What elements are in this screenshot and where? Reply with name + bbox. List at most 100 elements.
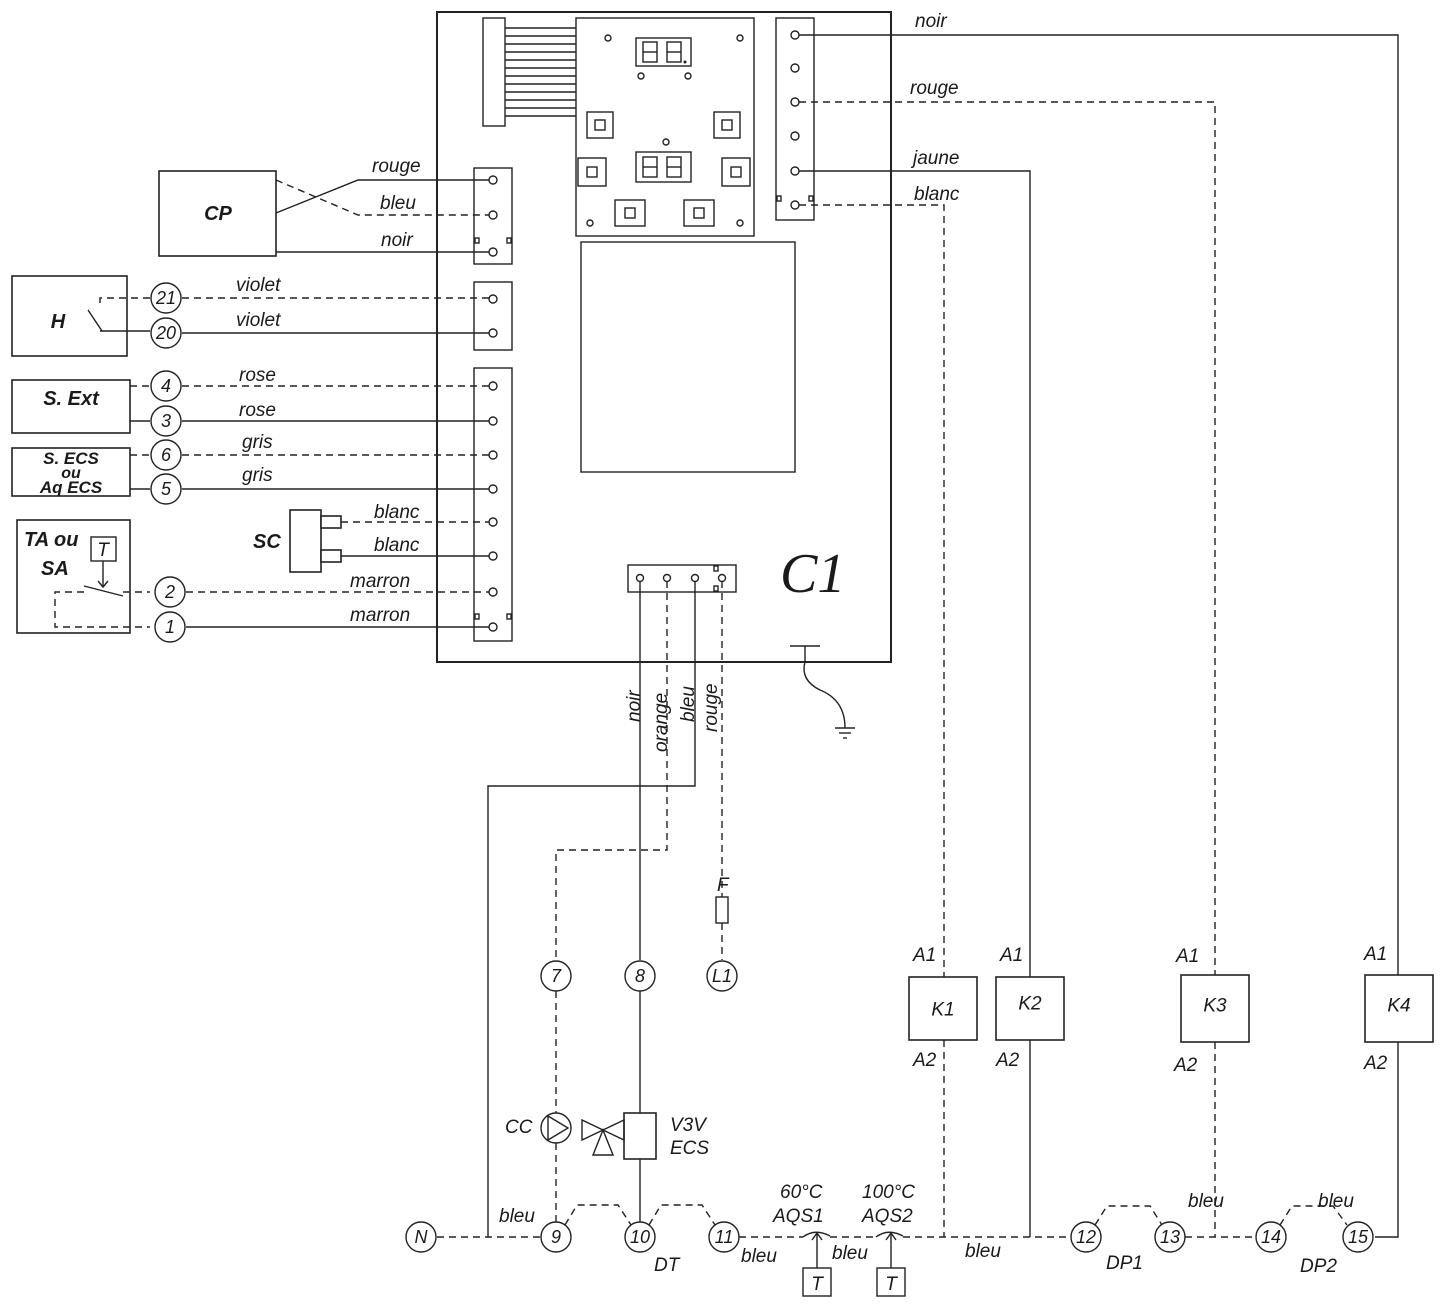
svg-text:S. Ext: S. Ext	[43, 388, 100, 410]
svg-text:T: T	[811, 1274, 824, 1295]
display-panel	[575, 17, 755, 237]
terminal-14	[1255, 1221, 1287, 1253]
wire-cp-bleu	[275, 179, 489, 216]
wire-label-bottom-orange: orange	[651, 693, 672, 752]
ground-symbol	[790, 645, 855, 739]
wire-label-gris-top: gris	[242, 432, 273, 453]
svg-text:12: 12	[1076, 1227, 1096, 1247]
svg-text:13: 13	[1160, 1227, 1180, 1247]
h-component: H	[11, 275, 150, 357]
wire-label-marron-top: marron	[350, 571, 410, 592]
terminal-5	[150, 473, 182, 505]
wire-label-sc-blanc-bottom: blanc	[374, 535, 420, 556]
terminal-21	[150, 282, 182, 314]
h-terminal-block	[473, 281, 513, 351]
svg-text:A2: A2	[995, 1050, 1020, 1071]
wire-label-bleu-15: bleu	[1318, 1191, 1354, 1212]
wire-label-bottom-noir: noir	[624, 690, 645, 722]
svg-text:A1: A1	[912, 945, 936, 966]
label-dp2: DP2	[1300, 1256, 1337, 1277]
right-terminal-block	[775, 17, 815, 221]
wire-rouge-right	[799, 101, 1216, 975]
label-dt: DT	[654, 1255, 681, 1276]
svg-text:20: 20	[155, 323, 176, 343]
svg-text:8: 8	[635, 966, 645, 986]
wire-blanc-right	[799, 204, 945, 977]
ta-sa-component: TA ou SA T	[16, 519, 150, 634]
svg-text:A1: A1	[999, 945, 1023, 966]
s-ext-component: S. Ext	[11, 379, 131, 434]
svg-text:K1: K1	[931, 1000, 954, 1021]
wire-jaune-right	[799, 170, 1031, 977]
relay-k3: K3 A1 A2	[1173, 946, 1250, 1076]
wire-label-bleu-aqs: bleu	[832, 1243, 868, 1264]
terminal-1	[154, 611, 186, 643]
svg-text:15: 15	[1348, 1227, 1369, 1247]
wire-label-jaune: jaune	[910, 148, 960, 169]
relay-k2: K2 A1 A2	[995, 945, 1065, 1071]
svg-text:K3: K3	[1203, 996, 1227, 1017]
terminal-9	[540, 1221, 572, 1253]
wire-label-cp-rouge: rouge	[372, 156, 421, 177]
svg-text:11: 11	[715, 1227, 734, 1247]
bottom-terminal-block	[627, 564, 737, 593]
wire-noir-right	[799, 34, 1399, 1238]
svg-text:60°C: 60°C	[780, 1182, 823, 1203]
wire-label-bleu-11: bleu	[741, 1246, 777, 1267]
svg-text:A2: A2	[1363, 1053, 1388, 1074]
terminal-12	[1070, 1221, 1102, 1253]
svg-text:1: 1	[165, 617, 175, 637]
svg-text:ECS: ECS	[670, 1138, 709, 1159]
svg-text:A1: A1	[1363, 944, 1387, 965]
valve-v3v: V3V ECS	[581, 1112, 709, 1160]
svg-text:L1: L1	[712, 966, 732, 986]
svg-text:T: T	[97, 540, 110, 561]
relay-k1: K1 A1 A2	[908, 945, 978, 1071]
board-label: C1	[780, 543, 845, 605]
wire-label-bottom-bleu: bleu	[678, 686, 699, 722]
svg-text:6: 6	[161, 445, 172, 465]
wire-label-cp-noir: noir	[381, 230, 413, 251]
terminal-2	[154, 576, 186, 608]
svg-text:H: H	[51, 311, 66, 333]
sc-component: SC	[253, 509, 342, 573]
wire-label-marron-bottom: marron	[350, 605, 410, 626]
svg-text:21: 21	[155, 288, 176, 308]
terminal-10	[624, 1221, 656, 1253]
thermostat-aqs2: T 100°C AQS2	[861, 1182, 915, 1297]
svg-text:S. ECS: S. ECS	[43, 449, 99, 468]
svg-text:F: F	[717, 875, 730, 896]
fuse-f: F	[715, 875, 730, 960]
wire-label-rose-top: rose	[239, 365, 276, 386]
wire-label-bottom-rouge: rouge	[701, 683, 722, 732]
wire-label-blanc: blanc	[914, 184, 960, 205]
svg-text:AQS1: AQS1	[772, 1206, 824, 1227]
svg-text:A2: A2	[1173, 1055, 1198, 1076]
svg-text:CP: CP	[204, 203, 232, 225]
terminal-n	[405, 1221, 437, 1253]
svg-text:5: 5	[161, 479, 172, 499]
svg-text:3: 3	[161, 411, 171, 431]
cp-terminal-block	[473, 167, 513, 265]
sensor-terminal-block	[473, 367, 513, 642]
svg-text:K2: K2	[1018, 994, 1042, 1015]
svg-text:9: 9	[551, 1227, 561, 1247]
board-c1	[436, 11, 892, 663]
terminal-4	[150, 370, 182, 402]
svg-text:CC: CC	[505, 1117, 533, 1138]
svg-text:T: T	[885, 1274, 898, 1295]
terminal-15	[1342, 1221, 1374, 1253]
svg-text:ou: ou	[61, 465, 81, 482]
pump-cc: CC	[505, 1112, 572, 1144]
svg-text:A2: A2	[912, 1050, 937, 1071]
terminal-l1	[706, 960, 738, 992]
wire-label-cp-bleu: bleu	[380, 193, 416, 214]
svg-text:TA ou: TA ou	[24, 529, 78, 551]
svg-text:Aq ECS: Aq ECS	[39, 478, 103, 497]
svg-text:14: 14	[1261, 1227, 1281, 1247]
relay-k4: K4 A1 A2	[1363, 944, 1434, 1074]
wire-label-bleu-mid: bleu	[965, 1241, 1001, 1262]
svg-text:AQS2: AQS2	[861, 1206, 913, 1227]
svg-text:10: 10	[630, 1227, 650, 1247]
